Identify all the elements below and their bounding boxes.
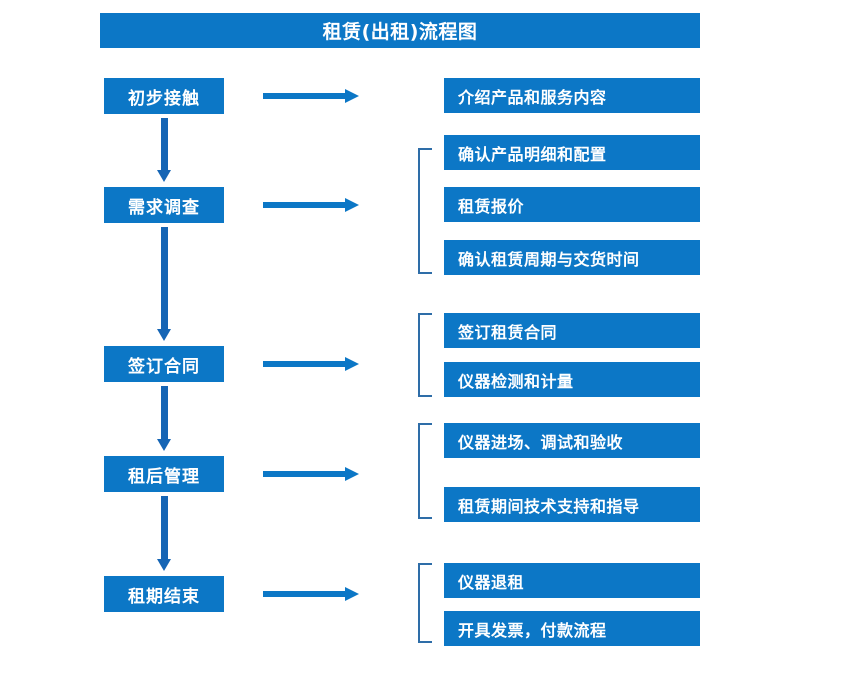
- group-bracket-management: [418, 423, 432, 519]
- detail-box-10[interactable]: 开具发票，付款流程: [444, 611, 700, 646]
- detail-box-8[interactable]: 租赁期间技术支持和指导: [444, 487, 700, 522]
- group-bracket-contract: [418, 313, 432, 397]
- page-title: 租赁(出租)流程图: [100, 13, 700, 48]
- right-arrow-icon-3: [263, 356, 359, 372]
- right-arrow-icon-5: [263, 586, 359, 602]
- right-arrow-icon-1: [263, 88, 359, 104]
- stage-box-5[interactable]: 租期结束: [104, 576, 224, 612]
- vertical-arrow-icon-4: [157, 496, 172, 571]
- vertical-arrow-icon-2: [157, 227, 172, 341]
- stage-box-4[interactable]: 租后管理: [104, 456, 224, 492]
- stage-box-3[interactable]: 签订合同: [104, 346, 224, 382]
- vertical-arrow-icon-3: [157, 386, 172, 451]
- detail-box-3[interactable]: 租赁报价: [444, 187, 700, 222]
- detail-box-7[interactable]: 仪器进场、调试和验收: [444, 423, 700, 458]
- group-bracket-requirements: [418, 148, 432, 274]
- group-bracket-termination: [418, 563, 432, 643]
- stage-box-1[interactable]: 初步接触: [104, 78, 224, 114]
- detail-box-1[interactable]: 介绍产品和服务内容: [444, 78, 700, 113]
- vertical-arrow-icon-1: [157, 118, 172, 182]
- detail-box-5[interactable]: 签订租赁合同: [444, 313, 700, 348]
- right-arrow-icon-4: [263, 466, 359, 482]
- detail-box-9[interactable]: 仪器退租: [444, 563, 700, 598]
- detail-box-2[interactable]: 确认产品明细和配置: [444, 135, 700, 170]
- stage-box-2[interactable]: 需求调查: [104, 187, 224, 223]
- right-arrow-icon-2: [263, 197, 359, 213]
- detail-box-6[interactable]: 仪器检测和计量: [444, 362, 700, 397]
- detail-box-4[interactable]: 确认租赁周期与交货时间: [444, 240, 700, 275]
